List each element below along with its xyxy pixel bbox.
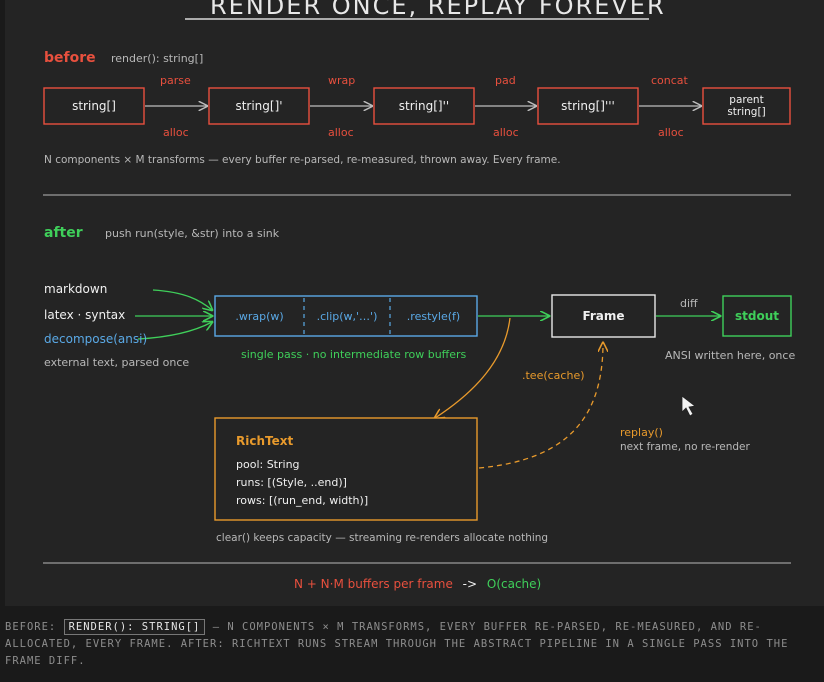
pipeline-restyle: .restyle(f) — [406, 309, 461, 323]
summary-before: N + N·M buffers per frame — [294, 577, 453, 591]
alloc-3: alloc — [493, 126, 519, 139]
frame-label: Frame — [582, 309, 625, 323]
diagram-lines — [43, 18, 792, 564]
input-latex-syntax: latex · syntax — [44, 308, 126, 322]
input-arrow-decompose — [137, 322, 212, 340]
op-concat: concat — [651, 74, 688, 87]
page-title: RENDER ONCE, REPLAY FOREVER — [210, 0, 666, 20]
before-box-label-5: parent string[] — [727, 94, 766, 118]
richtext-field-runs: runs: [(Style, ..end)] — [236, 476, 347, 489]
input-markdown: markdown — [44, 282, 108, 296]
before-box-5 — [702, 87, 791, 125]
before-box-4 — [537, 87, 639, 125]
caption-code: RENDER(): STRING[] — [63, 619, 206, 635]
pipeline-box — [214, 295, 478, 337]
tee-arrow — [435, 317, 511, 418]
caption-text: — N COMPONENTS × M TRANSFORMS, EVERY BUF… — [5, 621, 789, 667]
clear-note: clear() keeps capacity — streaming re-re… — [216, 532, 549, 544]
richtext-title: RichText — [236, 434, 294, 448]
summary-after: O(cache) — [486, 577, 542, 591]
pipeline-wrap: .wrap(w) — [235, 309, 284, 323]
richtext-box — [214, 417, 478, 521]
after-signature: push run(style, &str) into a sink — [105, 227, 280, 240]
alloc-4: alloc — [658, 126, 684, 139]
richtext-field-rows: rows: [(run_end, width)] — [236, 494, 369, 507]
input-arrow-markdown — [152, 289, 212, 310]
op-pad: pad — [495, 74, 516, 87]
diagram-canvas: RENDER ONCE, REPLAY FOREVER before rende… — [5, 0, 824, 606]
replay-note: next frame, no re-render — [620, 441, 750, 453]
before-signature: render(): string[] — [111, 52, 204, 65]
diff-label: diff — [680, 297, 698, 310]
pipeline-note: single pass · no intermediate row buffer… — [241, 348, 467, 361]
richtext-field-pool: pool: String — [236, 458, 300, 471]
before-box-label-1: string[] — [72, 99, 116, 113]
tee-label: .tee(cache) — [522, 369, 585, 382]
alloc-1: alloc — [163, 126, 189, 139]
stdout-box — [722, 295, 792, 337]
stdout-note: ANSI written here, once — [665, 349, 796, 362]
before-box-2 — [208, 87, 310, 125]
input-decompose: decompose(ansi) — [44, 332, 148, 346]
replay-label: replay() — [620, 426, 663, 439]
alloc-2: alloc — [328, 126, 354, 139]
before-label: before — [44, 50, 96, 66]
replay-arrow — [478, 343, 603, 469]
before-box-label-4: string[]''' — [561, 99, 615, 113]
summary: N + N·M buffers per frame -> O(cache) — [294, 578, 541, 590]
before-box-label-2: string[]' — [235, 99, 283, 113]
before-box-1 — [43, 87, 145, 125]
cursor-icon — [681, 395, 696, 417]
op-parse: parse — [160, 74, 191, 87]
summary-arrow: -> — [462, 577, 478, 591]
inputs-note: external text, parsed once — [44, 356, 190, 369]
figure-caption: BEFORE: RENDER(): STRING[] — N COMPONENT… — [5, 619, 805, 670]
before-note: N components × M transforms — every buff… — [44, 154, 561, 166]
op-wrap: wrap — [328, 74, 356, 87]
before-box-3 — [373, 87, 475, 125]
stdout-label: stdout — [735, 309, 779, 323]
before-box-label-3: string[]'' — [398, 99, 450, 113]
after-label: after — [44, 225, 83, 241]
pipeline-clip: .clip(w,'…') — [316, 309, 378, 323]
caption-prefix: BEFORE: — [5, 621, 57, 633]
frame-box — [551, 294, 656, 338]
